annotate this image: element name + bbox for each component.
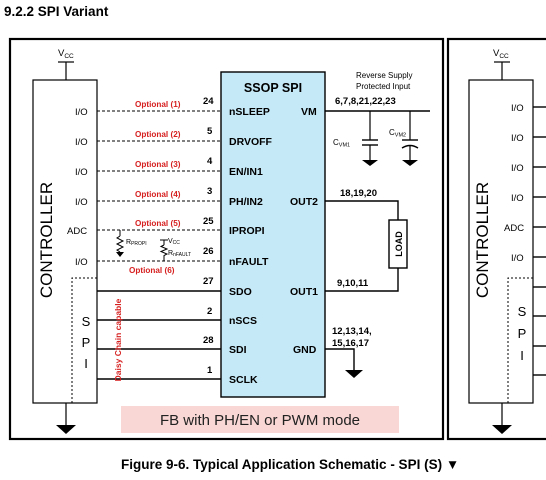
pin-en-in1: EN/IN1 (229, 166, 263, 178)
right-controller-label: CONTROLLER (473, 182, 492, 298)
spi-letter-s: S (82, 314, 91, 329)
pin-ph-in2: PH/IN2 (229, 196, 263, 208)
io-label-2: I/O (75, 137, 88, 148)
section-heading: 9.2.2 SPI Variant (4, 4, 109, 19)
right-spi-letter-s: S (518, 304, 527, 319)
right-wires (533, 106, 546, 376)
right-io-label-3: I/O (511, 163, 524, 174)
pin-num-5: 5 (207, 126, 213, 137)
reverse-supply-line1: Reverse Supply (356, 71, 412, 80)
pin-vm: VM (301, 106, 317, 118)
right-io-label-1: I/O (511, 103, 524, 114)
out1-wire (325, 268, 399, 292)
optional-label-6: Optional (6) (129, 266, 175, 275)
gnd-pin-numbers-2: 15,16,17 (332, 338, 369, 349)
pin-gnd: GND (293, 344, 317, 356)
right-ground-symbol (492, 425, 512, 434)
right-spi-region-outline (507, 277, 533, 403)
pin-drvoff: DRVOFF (229, 136, 273, 148)
cvm2-plate-bottom (401, 144, 419, 149)
optional-label-2: Optional (2) (135, 130, 181, 139)
rnfault-label: RnFAULT (168, 250, 191, 258)
pin-ipropi: IPROPI (229, 225, 265, 237)
optional-label-3: Optional (3) (135, 160, 181, 169)
io-label-adc: ADC (67, 226, 87, 237)
pin-out2: OUT2 (290, 196, 318, 208)
chip-title: SSOP SPI (244, 81, 302, 95)
right-io-label-6: I/O (511, 253, 524, 264)
right-spi-letter-p: P (518, 326, 527, 341)
pin-num-3: 3 (207, 186, 212, 197)
right-vcc-label: VCC (493, 48, 509, 60)
gnd-wire (325, 348, 355, 370)
gnd-symbol (345, 370, 363, 378)
pin-nsleep: nSLEEP (229, 106, 270, 118)
rnfault-vcc-label: VCC (168, 238, 180, 246)
right-spi-letter-i: I (520, 348, 524, 363)
cvm2-ground (402, 160, 418, 166)
io-label-6: I/O (75, 257, 88, 268)
pin-nfault: nFAULT (229, 256, 269, 268)
left-panel-frame (8, 37, 445, 441)
rnfault-resistor (159, 244, 169, 262)
right-io-label-4: I/O (511, 193, 524, 204)
pin-num-28: 28 (203, 335, 214, 346)
cvm1-ground (362, 160, 378, 166)
figure-caption: Figure 9-6. Typical Application Schemati… (121, 457, 460, 472)
pin-num-24: 24 (203, 96, 214, 107)
cvm1-label: CVM1 (333, 138, 350, 149)
spi-wires (97, 290, 221, 380)
pin-num-26: 26 (203, 246, 214, 257)
rpropi-ground (116, 252, 124, 257)
reverse-supply-line2: Protected Input (356, 82, 411, 91)
spi-letter-i: I (84, 356, 88, 371)
vcc-label: VCC (58, 48, 74, 60)
out2-pin-numbers: 18,19,20 (340, 188, 377, 199)
chip-body (220, 71, 326, 398)
optional-label-4: Optional (4) (135, 190, 181, 199)
right-panel-frame (446, 37, 546, 441)
pin-sclk: SCLK (229, 374, 258, 386)
optional-wires (97, 110, 221, 262)
pin-sdi: SDI (229, 344, 247, 356)
pin-sdo: SDO (229, 286, 252, 298)
pin-num-2: 2 (207, 306, 212, 317)
mode-banner: FB with PH/EN or PWM mode (160, 412, 360, 429)
cvm2-label: CVM2 (389, 128, 406, 139)
spi-letter-p: P (82, 335, 91, 350)
load-label: LOAD (394, 231, 404, 257)
pin-num-4: 4 (207, 156, 213, 167)
controller-box (32, 79, 98, 404)
daisy-chain-label: Daisy Chain capable (113, 298, 123, 381)
pin-num-25: 25 (203, 216, 214, 227)
mode-banner-bg (121, 406, 399, 433)
pin-nscs: nSCS (229, 315, 257, 327)
optional-label-1: Optional (1) (135, 100, 181, 109)
pin-num-1: 1 (207, 365, 213, 376)
out2-wire (325, 200, 399, 220)
io-label-3: I/O (75, 167, 88, 178)
rpropi-label: RPROPI (126, 239, 147, 247)
io-label-1: I/O (75, 107, 88, 118)
io-label-4: I/O (75, 197, 88, 208)
rpropi-resistor (115, 235, 125, 253)
pin-out1: OUT1 (290, 286, 318, 298)
controller-label: CONTROLLER (37, 182, 56, 298)
optional-label-5: Optional (5) (135, 219, 181, 228)
gnd-pin-numbers-1: 12,13,14, (332, 326, 372, 337)
controller-ground-symbol (56, 425, 76, 434)
spi-region-outline (71, 277, 97, 403)
out1-pin-numbers: 9,10,11 (337, 278, 369, 289)
right-controller-box (468, 79, 534, 404)
pin-num-27: 27 (203, 276, 214, 287)
right-io-label-adc: ADC (504, 223, 524, 234)
right-io-label-2: I/O (511, 133, 524, 144)
vm-pin-numbers: 6,7,8,21,22,23 (335, 96, 396, 107)
